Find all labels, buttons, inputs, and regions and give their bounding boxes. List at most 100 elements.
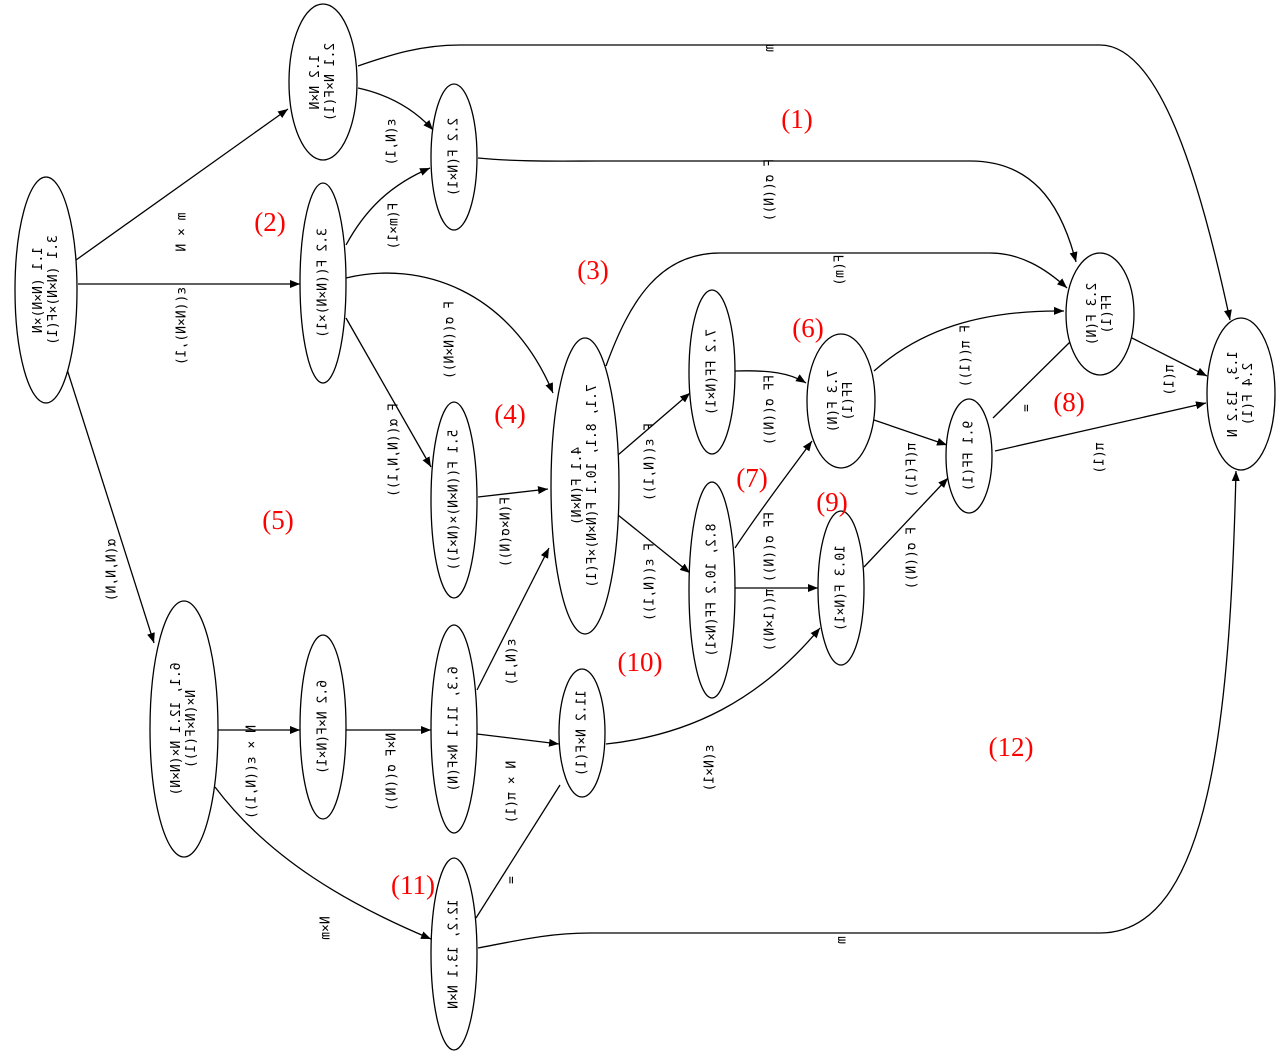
edge-4.1-to-8.2: [617, 514, 691, 574]
edge-label: F σ((N)): [763, 159, 778, 222]
node-label: 3.1 (N×N)×F(1): [46, 235, 61, 345]
edge-label: FF σ((N)): [763, 512, 778, 582]
edge-7.2-to-7.3: [734, 370, 807, 384]
edge-1.2-to-2.2: [357, 87, 434, 131]
edge-label: F(N×σ(N)): [499, 497, 514, 567]
node-label: 7.1, 8.1, 10.1 F(N×N)×F(1): [585, 384, 600, 588]
node-label: 7.3 F(N): [826, 370, 841, 433]
node-ellipse: [806, 333, 876, 469]
region-label: (7): [736, 463, 767, 493]
edge-6.1-to-12.2: [214, 786, 432, 940]
node-label: FF(1): [841, 381, 856, 420]
region-label: (2): [254, 207, 285, 237]
node-label: 1.2 N×N: [308, 55, 323, 110]
edge-3.2-to-2.2: [345, 167, 431, 246]
edge-label: F σ((N)): [905, 527, 920, 590]
edge-label: ε(N×1): [703, 745, 718, 792]
node-6-1: 6.1, 12.1 N×(N×N)N×(N×F(1)): [149, 600, 219, 858]
node-7-2: 7.2 FF(N×1): [688, 289, 736, 455]
node-label: 8.2, 10.2 FF(N×1): [705, 523, 720, 656]
edge-label: FF σ((N)): [763, 375, 778, 445]
node-ellipse: [1065, 252, 1135, 376]
node-label: 11.2 N×F(1): [575, 690, 590, 776]
edge-label: F ε((N,1)): [643, 423, 658, 501]
edge-label: F ε((N,1)): [643, 543, 658, 621]
region-label: (9): [816, 487, 847, 517]
edge-1.1-to-1.2: [75, 108, 289, 261]
region-label: (5): [262, 505, 293, 535]
node-3-2: 3.2 F((N×N)×1): [299, 182, 347, 384]
node-ellipse: [430, 401, 478, 599]
node-label: 2.4 F(1): [1241, 363, 1256, 426]
edge-label: π(F(1)): [905, 443, 920, 498]
node-ellipse: [558, 668, 606, 798]
node-label: 6.1, 12.1 N×(N×N): [169, 662, 184, 795]
region-label: (8): [1053, 387, 1084, 417]
edge-10.3-to-9.1: [863, 477, 949, 568]
node-2-2: 2.2 F(N×1): [430, 83, 478, 231]
node-9-1: 9.1 FF(1): [945, 398, 993, 514]
node-12-2: 12.2, 13.1 N×N: [430, 857, 478, 1051]
edge-12.2-to-11.2: [475, 784, 561, 919]
node-ellipse: [430, 83, 478, 231]
node-label: 1.1 (N×N)×N: [31, 247, 46, 333]
node-7-3: 7.3 F(N)FF(1): [806, 333, 876, 469]
node-ellipse: [299, 634, 347, 820]
edge-8.2-to-7.3: [734, 440, 813, 549]
node-ellipse: [430, 857, 478, 1051]
region-label: (3): [577, 255, 608, 285]
edge-1.2-to-2.4: [357, 44, 1232, 321]
edge-label: N × π(1): [505, 761, 520, 824]
edge-4.1-to-2.3: [605, 252, 1068, 367]
node-11-2: 11.2 N×F(1): [558, 668, 606, 798]
node-4-1: 4.1 F(N×N)7.1, 8.1, 10.1 F(N×N)×F(1): [550, 337, 620, 635]
node-ellipse: [299, 182, 347, 384]
edge-label: N×m: [319, 916, 334, 940]
node-ellipse: [1206, 317, 1276, 471]
node-label: 12.2, 13.1 N×N: [447, 899, 462, 1009]
edge-label: ε(N,1): [505, 639, 520, 686]
node-label: 9.1 FF(1): [962, 421, 977, 491]
region-label: (4): [494, 399, 525, 429]
edge-label: F π((1)): [959, 325, 974, 388]
node-label: 6.2 N×F(N×1): [316, 680, 331, 774]
edge-3.2-to-5.1: [345, 317, 432, 468]
edge-label: F α((N,N,1)): [387, 403, 402, 497]
node-label: 4.1 F(N×N): [570, 447, 585, 525]
edge-7.3-to-2.3: [873, 306, 1065, 372]
edge-7.3-to-9.1: [873, 419, 948, 446]
edge-3.2-to-4.1: [345, 272, 554, 394]
node-5-1: 5.1 F((N×N)×(N×1)): [430, 401, 478, 599]
edge-2.3-to-2.4: [1131, 337, 1208, 377]
region-label: (1): [781, 104, 812, 134]
edge-12.2-to-2.4: [477, 470, 1240, 949]
node-ellipse: [688, 289, 736, 455]
edge-label: m: [835, 936, 850, 944]
edge-9.1-to-2.3: [992, 341, 1071, 419]
edge-5.1-to-4.1: [477, 486, 549, 498]
node-10-3: 10.3 F(N×1): [817, 510, 865, 666]
node-2-3: 2.3 F(N)FF(1): [1065, 252, 1135, 376]
node-ellipse: [817, 510, 865, 666]
node-label: 2.2 F(N×1): [447, 118, 462, 196]
edge-4.1-to-7.2: [617, 392, 691, 456]
node-label: 2.1 N×F(1): [323, 43, 338, 121]
node-label: 3.2 F((N×N)×1): [316, 228, 331, 338]
edge-label: ε((N×N),1): [175, 287, 190, 365]
node-label: 10.3 F(N×1): [834, 545, 849, 631]
edge-label: α(N,N,N): [105, 539, 120, 602]
edge-label: π((1×N)): [763, 589, 778, 652]
node-ellipse: [14, 176, 78, 404]
node-6-3: 6.3, 11.1 N×F(N): [430, 624, 478, 834]
node-ellipse: [550, 337, 620, 635]
node-label: 7.2 FF(N×1): [705, 329, 720, 415]
edge-11.2-to-10.3: [605, 627, 821, 745]
region-label: (11): [391, 870, 435, 900]
node-6-2: 6.2 N×F(N×1): [299, 634, 347, 820]
node-label: 6.3, 11.1 N×F(N): [447, 666, 462, 791]
node-ellipse: [688, 481, 736, 699]
region-label: (12): [989, 732, 1034, 762]
node-ellipse: [945, 398, 993, 514]
